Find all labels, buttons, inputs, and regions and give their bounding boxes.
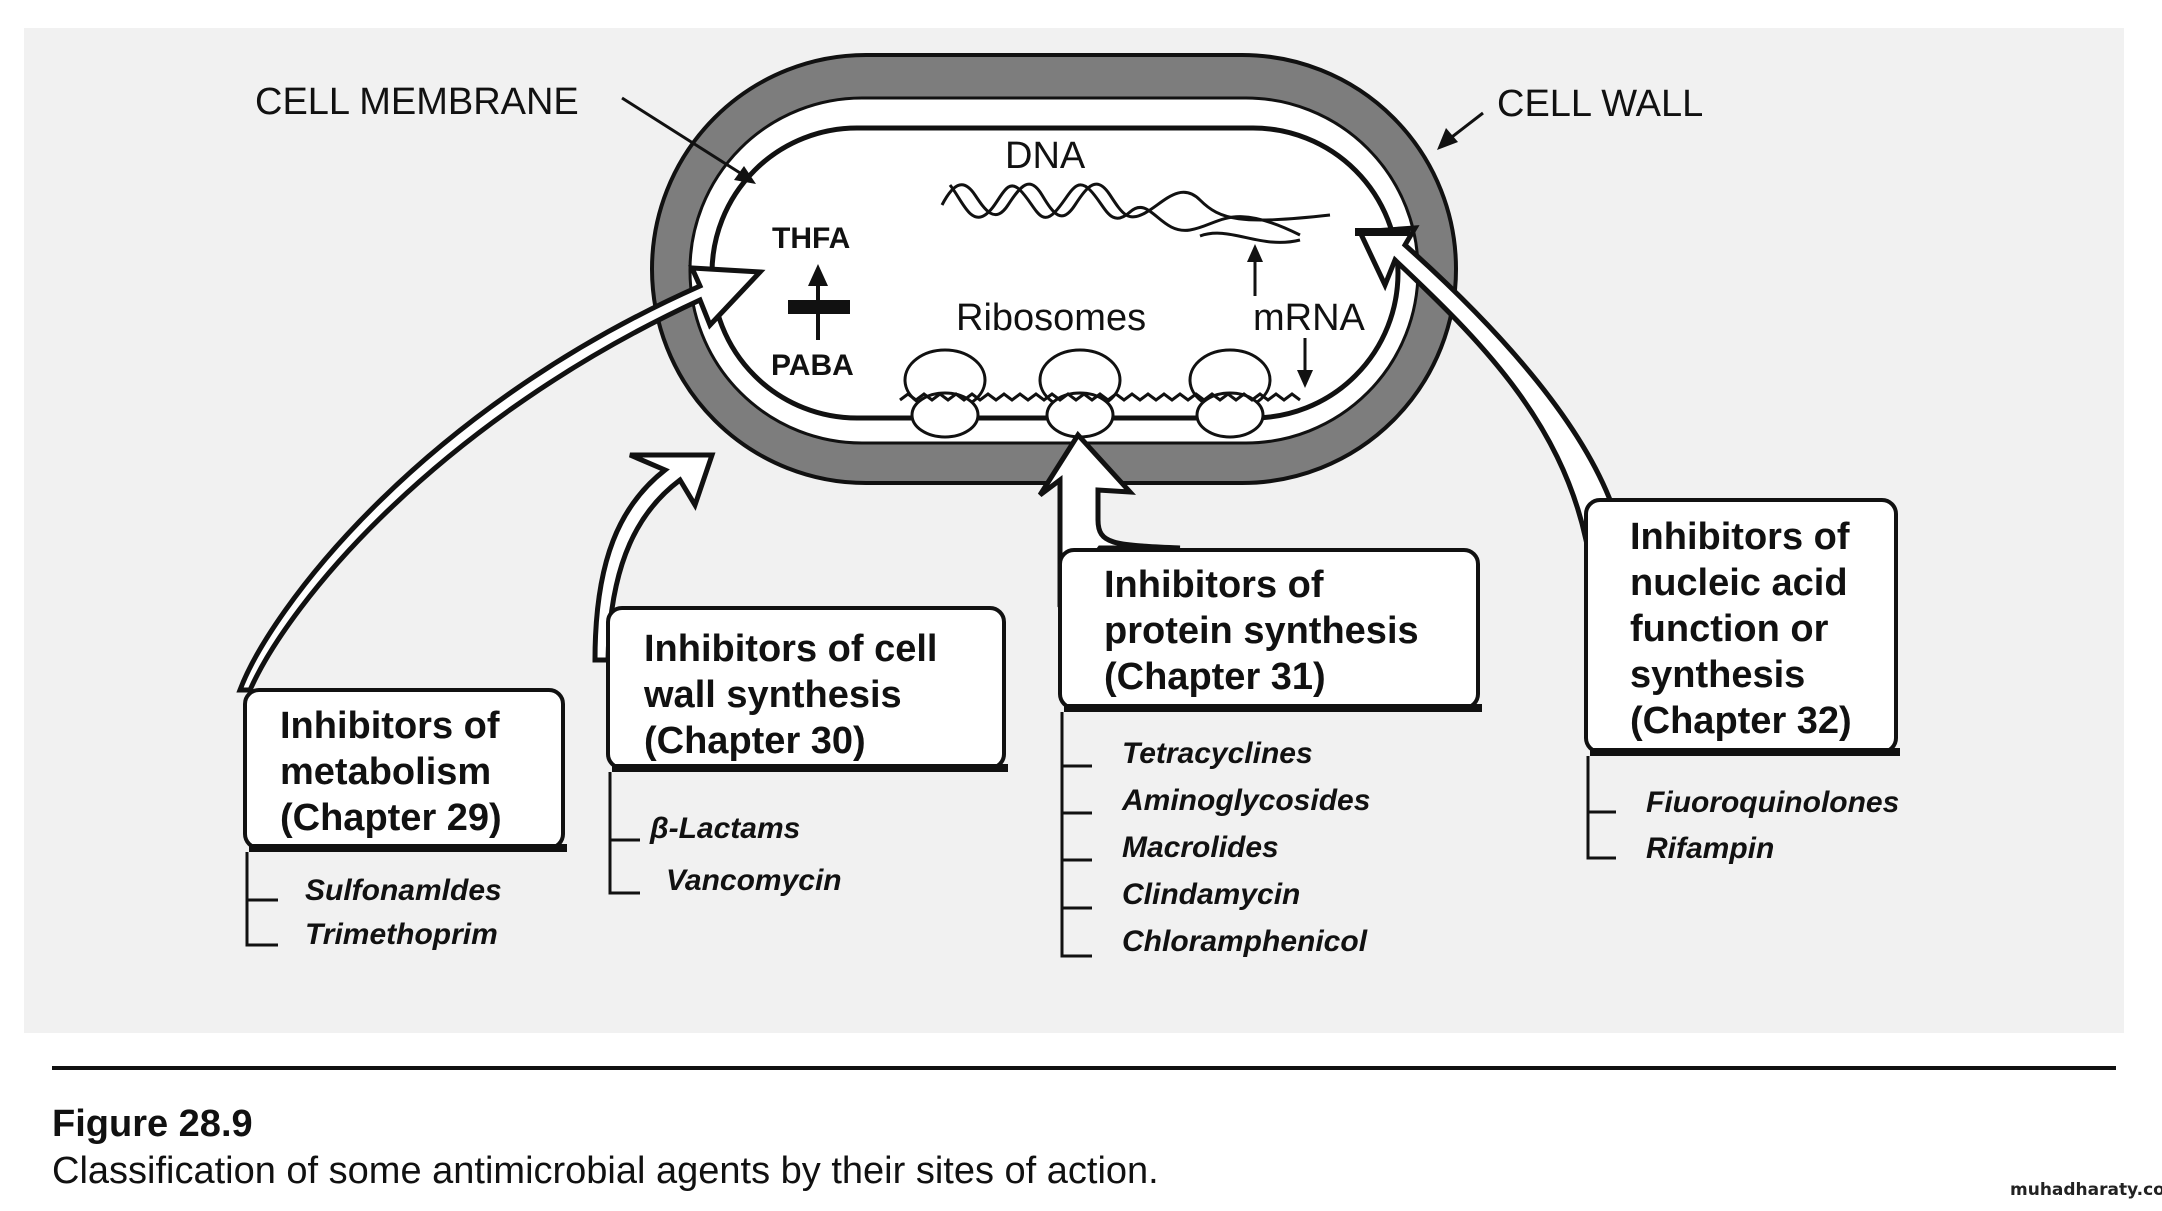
figure-caption: Classification of some antimicrobial age… — [52, 1150, 1159, 1192]
drug-bracket — [1060, 712, 1092, 958]
cell-wall-pointer — [1447, 111, 1484, 142]
group-title-line: Inhibitors of — [1104, 564, 1324, 606]
group-title-line: Inhibitors of — [280, 705, 500, 747]
group-title-line: Inhibitors of cell — [644, 628, 937, 670]
drug-item: Clindamycin — [1122, 878, 1300, 911]
group-metabolism: Inhibitors of metabolism (Chapter 29) Su… — [243, 688, 567, 951]
group-title-line: nucleic acid — [1630, 562, 1848, 604]
dna-target-bar — [1355, 228, 1410, 236]
box-shadow — [1064, 704, 1482, 712]
drug-bracket — [1586, 756, 1616, 860]
group-title-line: (Chapter 31) — [1104, 656, 1326, 698]
box-shadow — [1590, 748, 1900, 756]
drug-item: Tetracyclines — [1122, 737, 1313, 770]
drug-bracket — [245, 852, 278, 947]
drug-item: β-Lactams — [649, 812, 800, 845]
box-shadow — [249, 844, 567, 852]
group-title-line: Inhibitors of — [1630, 516, 1850, 558]
arrow-metabolism — [236, 265, 766, 693]
cell-wall-pointer-head — [1437, 128, 1458, 150]
group-protein: Inhibitors of protein synthesis (Chapter… — [1058, 548, 1482, 958]
mrna-down-arrowhead — [1297, 370, 1313, 388]
cell-membrane-label: CELL MEMBRANE — [255, 81, 579, 123]
ribosomes — [903, 348, 1272, 439]
drug-item: Trimethoprim — [305, 918, 498, 951]
group-cell-wall: Inhibitors of cell wall synthesis (Chapt… — [606, 606, 1008, 897]
mrna-strand — [899, 392, 1301, 402]
group-title-line: (Chapter 29) — [280, 797, 502, 839]
drug-bracket — [608, 772, 640, 895]
bacterial-cell: DNA mRNA THFA PABA Ribosomes — [650, 53, 1458, 485]
ribosomes-label: Ribosomes — [956, 297, 1146, 339]
dna-helix — [940, 182, 1331, 244]
group-title-line: wall synthesis — [643, 674, 902, 716]
ribosome — [1188, 348, 1272, 439]
paba-to-thfa-arrowhead — [808, 264, 828, 286]
caption-divider — [52, 1066, 2116, 1070]
mrna-label: mRNA — [1253, 297, 1366, 339]
ribosome — [903, 348, 987, 439]
figure-number: Figure 28.9 — [52, 1103, 253, 1145]
cell-membrane-pointer-head — [734, 166, 756, 184]
thfa-label: THFA — [772, 222, 850, 255]
group-title-line: (Chapter 32) — [1630, 700, 1852, 742]
mrna-up-arrowhead — [1247, 244, 1263, 262]
drug-item: Macrolides — [1122, 831, 1279, 864]
drug-item: Aminoglycosides — [1121, 784, 1370, 817]
drug-item: Chloramphenicol — [1122, 925, 1368, 958]
group-title-line: protein synthesis — [1104, 610, 1419, 652]
group-title-line: function or — [1630, 608, 1829, 650]
group-nucleic-acid: Inhibitors of nucleic acid function or s… — [1584, 498, 1900, 865]
inhibition-bar — [788, 300, 850, 314]
watermark: muhadharaty.com — [2010, 1180, 2162, 1200]
drug-item: Fiuoroquinolones — [1646, 786, 1899, 819]
group-title-line: metabolism — [280, 751, 491, 793]
drug-item: Vancomycin — [666, 864, 842, 897]
box-shadow — [612, 764, 1008, 772]
cell-membrane-pointer — [621, 96, 749, 180]
drug-item: Sulfonamldes — [305, 874, 502, 907]
group-title-line: synthesis — [1630, 654, 1805, 696]
group-title-line: (Chapter 30) — [644, 720, 866, 762]
paba-label: PABA — [771, 349, 854, 382]
cell-wall-label: CELL WALL — [1497, 83, 1703, 125]
drug-item: Rifampin — [1646, 832, 1774, 865]
dna-label: DNA — [1005, 135, 1086, 177]
